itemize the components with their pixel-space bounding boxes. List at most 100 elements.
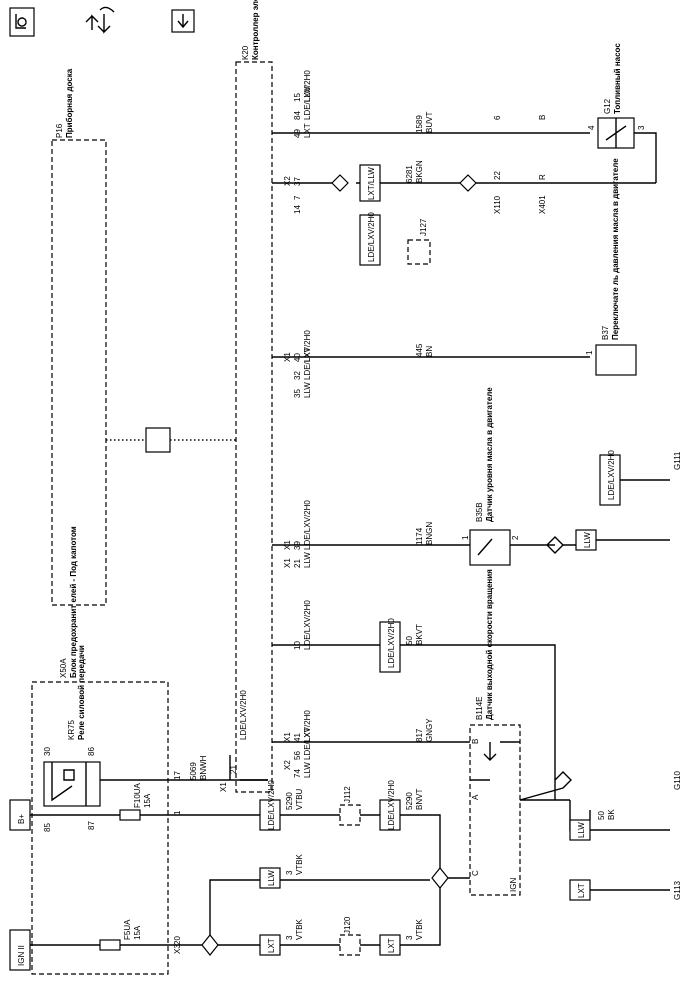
svg-text:LLW: LLW (303, 86, 312, 102)
fuse-f5ua (99, 939, 121, 951)
svg-text:56: 56 (293, 751, 302, 760)
svg-text:Переключате ль давления масла: Переключате ль давления масла в двигател… (611, 158, 620, 340)
svg-text:5290: 5290 (405, 792, 414, 810)
svg-text:LDE/LXV/2H0: LDE/LXV/2H0 (607, 450, 616, 500)
fuse-block-x50a (31, 681, 169, 975)
svg-text:50: 50 (597, 811, 606, 820)
svg-text:BNWH: BNWH (199, 755, 208, 780)
svg-text:Датчик уровня масла в двигател: Датчик уровня масла в двигателе (485, 387, 494, 522)
svg-text:J112: J112 (343, 786, 352, 803)
svg-text:39: 39 (293, 541, 302, 550)
svg-text:3: 3 (637, 125, 646, 130)
svg-text:40: 40 (293, 353, 302, 362)
svg-text:Топливный насос: Топливный насос (613, 43, 622, 114)
svg-text:BK: BK (607, 809, 616, 820)
svg-text:VTBK: VTBK (295, 918, 304, 940)
svg-text:X1: X1 (283, 558, 292, 568)
svg-text:37: 37 (293, 177, 302, 186)
svg-text:3: 3 (285, 935, 294, 940)
splice-diamond (201, 934, 219, 956)
svg-text:LLW: LLW (303, 762, 312, 778)
svg-text:X2: X2 (283, 760, 292, 770)
svg-text:X1: X1 (283, 540, 292, 550)
svg-text:B+: B+ (17, 814, 26, 824)
svg-text:87: 87 (87, 821, 96, 830)
svg-text:50: 50 (405, 636, 414, 645)
svg-text:35: 35 (293, 389, 302, 398)
svg-text:445: 445 (415, 343, 424, 357)
svg-text:LXT: LXT (303, 347, 312, 362)
svg-text:1: 1 (461, 535, 470, 540)
svg-text:5290: 5290 (285, 792, 294, 810)
sensor-b35b (469, 529, 511, 566)
serial-data-box (145, 427, 171, 453)
down-arrow-icon[interactable] (171, 9, 195, 33)
svg-text:X401: X401 (538, 195, 547, 214)
svg-text:LDE/LXV/2H0: LDE/LXV/2H0 (367, 212, 376, 262)
svg-text:15A: 15A (143, 793, 152, 808)
svg-text:VTBK: VTBK (415, 918, 424, 940)
svg-text:Приборная доска: Приборная доска (65, 68, 74, 138)
svg-text:17: 17 (173, 771, 182, 780)
svg-text:LDE/LXV/2H0: LDE/LXV/2H0 (303, 500, 312, 550)
svg-text:X1: X1 (283, 352, 292, 362)
svg-text:15A: 15A (133, 925, 142, 940)
svg-text:VTBK: VTBK (295, 853, 304, 875)
svg-text:K20: K20 (241, 45, 250, 60)
svg-text:F10UA: F10UA (133, 782, 142, 808)
serial-data-icon[interactable] (85, 6, 115, 34)
svg-text:X3: X3 (173, 944, 182, 954)
svg-text:LXT: LXT (303, 123, 312, 138)
svg-text:Реле силовой передачи: Реле силовой передачи (77, 645, 86, 740)
svg-text:1: 1 (173, 810, 182, 815)
svg-text:85: 85 (43, 823, 52, 832)
ign-ii-box (9, 929, 31, 971)
svg-text:P16: P16 (55, 123, 64, 138)
svg-text:6281: 6281 (405, 165, 414, 183)
svg-text:LDE/LXV/2H0: LDE/LXV/2H0 (239, 690, 248, 740)
svg-text:LDE/LXV/2H0: LDE/LXV/2H0 (303, 600, 312, 650)
ground-symbol-icon[interactable] (9, 7, 35, 37)
svg-text:B114E: B114E (475, 697, 484, 720)
svg-text:817: 817 (415, 728, 424, 742)
svg-text:BUVT: BUVT (425, 112, 434, 133)
svg-text:86: 86 (87, 747, 96, 756)
svg-text:R: R (538, 174, 547, 180)
svg-text:F5UA: F5UA (123, 919, 132, 940)
svg-text:14: 14 (293, 205, 302, 214)
svg-text:74: 74 (293, 769, 302, 778)
svg-text:J127: J127 (419, 218, 428, 236)
svg-text:LDE/LXV/2H0: LDE/LXV/2H0 (303, 330, 312, 380)
svg-text:LLW: LLW (583, 532, 592, 548)
svg-text:LXT: LXT (387, 938, 396, 953)
svg-text:1174: 1174 (415, 527, 424, 545)
splice-j127 (407, 239, 431, 265)
svg-text:VTBU: VTBU (295, 788, 304, 810)
svg-text:G12: G12 (603, 98, 612, 114)
svg-text:LDE/LXV/2H0: LDE/LXV/2H0 (303, 70, 312, 120)
svg-text:GNGY: GNGY (425, 718, 434, 742)
svg-text:LLW: LLW (267, 870, 276, 886)
svg-text:15: 15 (293, 93, 302, 102)
svg-text:G110: G110 (673, 770, 682, 790)
svg-text:6: 6 (493, 115, 502, 120)
svg-text:G111: G111 (673, 451, 682, 470)
svg-text:41: 41 (293, 733, 302, 742)
svg-text:B: B (471, 739, 480, 744)
svg-text:LDE/LXV/2H0: LDE/LXV/2H0 (387, 780, 396, 830)
svg-text:LLW: LLW (303, 382, 312, 398)
svg-text:LXT: LXT (267, 938, 276, 953)
svg-text:BNGN: BNGN (425, 522, 434, 545)
svg-text:1: 1 (585, 350, 594, 355)
svg-text:X1: X1 (283, 732, 292, 742)
svg-text:BKVT: BKVT (415, 624, 424, 645)
svg-text:21: 21 (293, 559, 302, 568)
svg-text:B37: B37 (601, 325, 610, 340)
svg-text:LXT: LXT (303, 727, 312, 742)
svg-text:J120: J120 (343, 916, 352, 934)
svg-text:21: 21 (229, 765, 238, 774)
svg-text:30: 30 (43, 747, 52, 756)
splice-j120 (339, 934, 361, 956)
svg-text:1589: 1589 (415, 115, 424, 133)
